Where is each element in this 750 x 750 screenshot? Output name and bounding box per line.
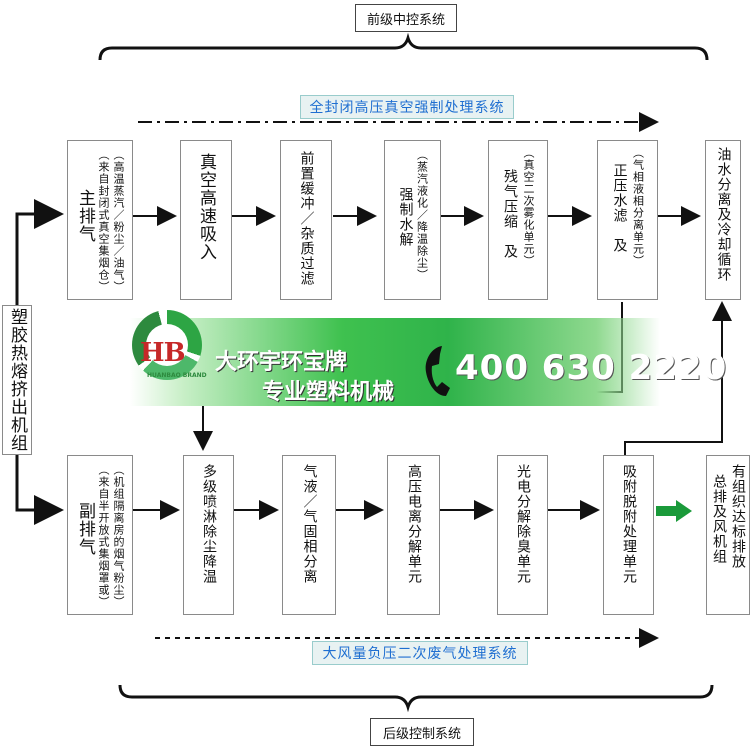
aux-exhaust-text: 副排气 — [75, 502, 95, 556]
top-banner-text: 全封闭高压真空强制处理系统 — [309, 100, 505, 116]
main-exhaust-box: （高温蒸汽／粉尘／油气） （来自封闭式真空集烟仓） 主排气 — [67, 140, 133, 300]
main-note1: （高温蒸汽／粉尘／油气） — [112, 149, 125, 293]
prebuffer-text: 前置缓冲／杂质过滤 — [298, 151, 315, 286]
adsorption-box: 吸附脱附处理单元 — [603, 455, 654, 615]
advert-logo-ring — [132, 310, 202, 380]
source-box: 塑胶热熔挤出机组 — [2, 305, 32, 455]
main-note2: （来自封闭式真空集烟仓） — [97, 149, 110, 293]
bottom-bracket — [118, 684, 714, 713]
gas-liquid-box: 气液／气固相分离 — [282, 455, 336, 615]
emission-box: 有组织达标排放 总排及风机组 — [706, 455, 750, 615]
main-exhaust-text: 主排气 — [75, 189, 95, 243]
hydrolysis-main: 强制水解 — [397, 187, 414, 247]
advert-logo: HB — [140, 338, 186, 368]
branch-to-main — [15, 199, 64, 305]
filter-note: （气相液相分离单元） — [631, 147, 645, 267]
bottom-banner: 大风量负压二次废气处理系统 — [312, 641, 528, 665]
aux-note2: （来自半开放式集烟罩或） — [97, 464, 110, 608]
spray-box: 多级喷淋除尘降温 — [183, 455, 234, 615]
residual-box: （真空二次雾化单元） 残气压缩 及 — [488, 140, 548, 300]
advert-logo-sub: HUANBAO BRAND — [147, 372, 207, 379]
hydrolysis-note: （蒸汽液化／降温除尘） — [415, 149, 429, 281]
bottom-control-text: 后级控制系统 — [382, 726, 461, 742]
oil-water-box: 油水分离及冷却循环 — [705, 140, 741, 300]
residual-note: （真空二次雾化单元） — [522, 147, 535, 267]
filter-box: （气相液相分离单元） 正压水滤 及 — [597, 140, 658, 300]
aux-note1: （机组隔离房的烟气粉尘） — [112, 464, 125, 608]
adsorption-text: 吸附脱附处理单元 — [621, 464, 637, 584]
photo-text: 光电分解除臭单元 — [515, 464, 531, 584]
top-bracket — [98, 32, 709, 61]
fan-text: 总排及风机组 — [711, 474, 727, 564]
ionization-box: 高压电离分解单元 — [387, 455, 440, 615]
emission-text: 有组织达标排放 — [730, 464, 746, 569]
advert-phone: 400 630 2220 — [455, 348, 728, 388]
ionization-text: 高压电离分解单元 — [406, 464, 422, 584]
vacuum-box: 真空高速吸入 — [180, 140, 232, 300]
advert-logo-text: HB — [140, 338, 186, 368]
residual-main: 残气压缩 及 — [502, 169, 518, 259]
advert-band — [130, 318, 660, 406]
photo-box: 光电分解除臭单元 — [497, 455, 548, 615]
gas-liquid-text: 气液／气固相分离 — [301, 464, 318, 584]
aux-exhaust-box: （机组隔离房的烟气粉尘） （来自半开放式集烟罩或） 副排气 — [67, 455, 133, 615]
prebuffer-box: 前置缓冲／杂质过滤 — [280, 140, 332, 300]
phone-icon — [420, 342, 452, 400]
top-control-text: 前级中控系统 — [366, 12, 445, 28]
top-control-label: 前级中控系统 — [355, 4, 457, 32]
advert-line2: 专业塑料机械 — [262, 380, 395, 405]
branch-to-aux — [15, 455, 64, 525]
emission-arrow-icon — [654, 498, 694, 524]
filter-main: 正压水滤 及 — [611, 163, 628, 253]
oil-water-text: 油水分离及冷却循环 — [715, 147, 732, 282]
bottom-control-label: 后级控制系统 — [370, 718, 474, 746]
bottom-banner-text: 大风量负压二次废气处理系统 — [322, 646, 518, 662]
advert-line1: 大环宇环宝牌 — [215, 350, 348, 375]
source-text: 塑胶热熔挤出机组 — [7, 308, 27, 452]
hydrolysis-box: （蒸汽液化／降温除尘） 强制水解 — [384, 140, 441, 300]
top-banner: 全封闭高压真空强制处理系统 — [300, 95, 514, 119]
spray-text: 多级喷淋除尘降温 — [201, 464, 217, 584]
return-line — [624, 301, 732, 456]
vacuum-text: 真空高速吸入 — [196, 153, 216, 261]
